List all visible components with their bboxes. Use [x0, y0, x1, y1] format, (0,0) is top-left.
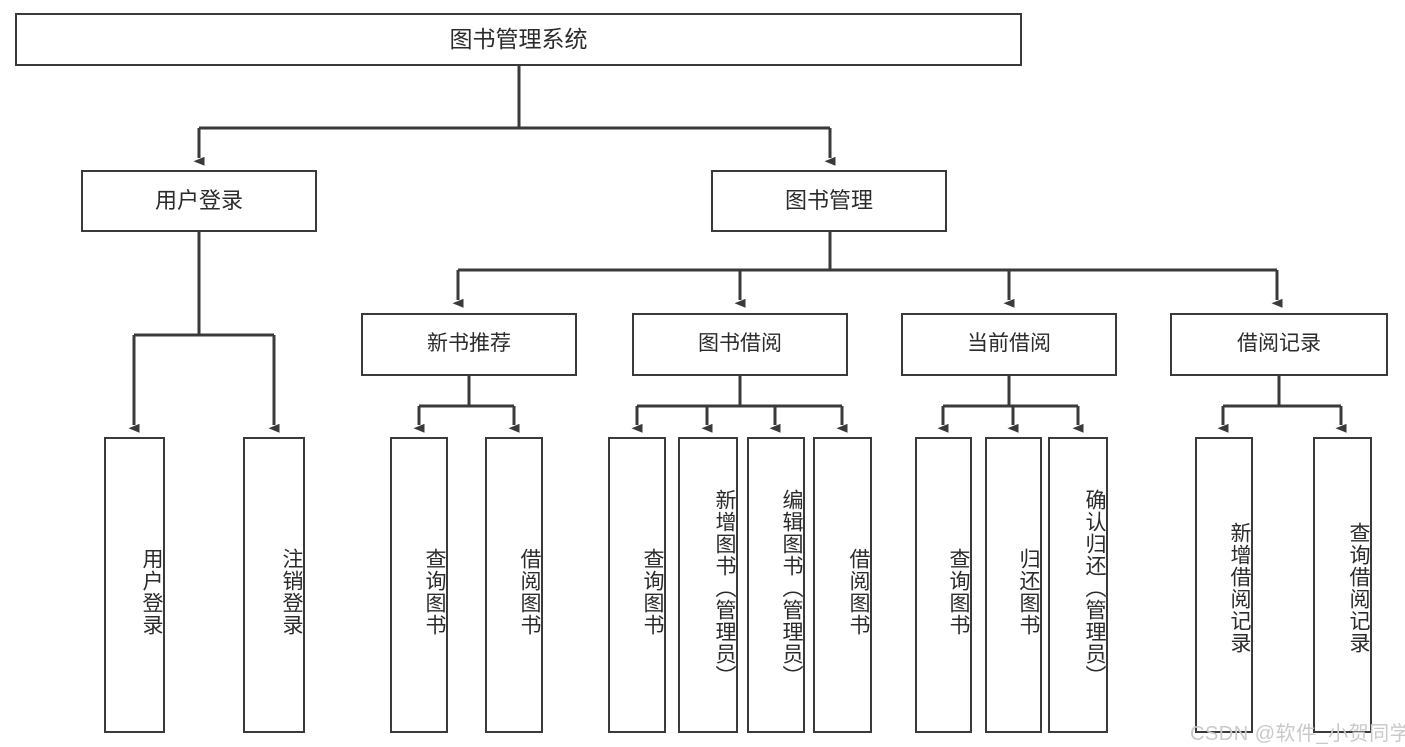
node-root-title[interactable]: 图书管理系统	[15, 13, 1022, 66]
csdn-watermark: CSDN @软件_小贺同学	[1190, 723, 1405, 745]
leaf-add-borrow-record[interactable]: 新增借阅记录	[1195, 437, 1253, 733]
node-user-login[interactable]: 用户登录	[81, 170, 317, 232]
node-book-borrow[interactable]: 图书借阅	[632, 313, 848, 376]
leaf-user-login[interactable]: 用户登录	[104, 437, 165, 733]
leaf-confirm-return-admin[interactable]: 确认归还（管理员）	[1048, 437, 1108, 733]
leaf-query-book-recommend[interactable]: 查询图书	[390, 437, 448, 733]
leaf-query-book-current[interactable]: 查询图书	[915, 437, 972, 733]
leaf-borrow-book-recommend[interactable]: 借阅图书	[485, 437, 543, 733]
node-book-management[interactable]: 图书管理	[711, 170, 947, 232]
leaf-query-book-borrow[interactable]: 查询图书	[608, 437, 666, 733]
node-current-borrow[interactable]: 当前借阅	[901, 313, 1117, 376]
leaf-add-book-admin[interactable]: 新增图书（管理员）	[678, 437, 738, 733]
node-new-book-recommend[interactable]: 新书推荐	[361, 313, 577, 376]
node-borrow-record[interactable]: 借阅记录	[1170, 313, 1388, 376]
leaf-logout-login[interactable]: 注销登录	[243, 437, 305, 733]
leaf-query-borrow-record[interactable]: 查询借阅记录	[1313, 437, 1372, 733]
leaf-borrow-book[interactable]: 借阅图书	[813, 437, 872, 733]
leaf-return-book[interactable]: 归还图书	[985, 437, 1042, 733]
leaf-edit-book-admin[interactable]: 编辑图书（管理员）	[747, 437, 805, 733]
